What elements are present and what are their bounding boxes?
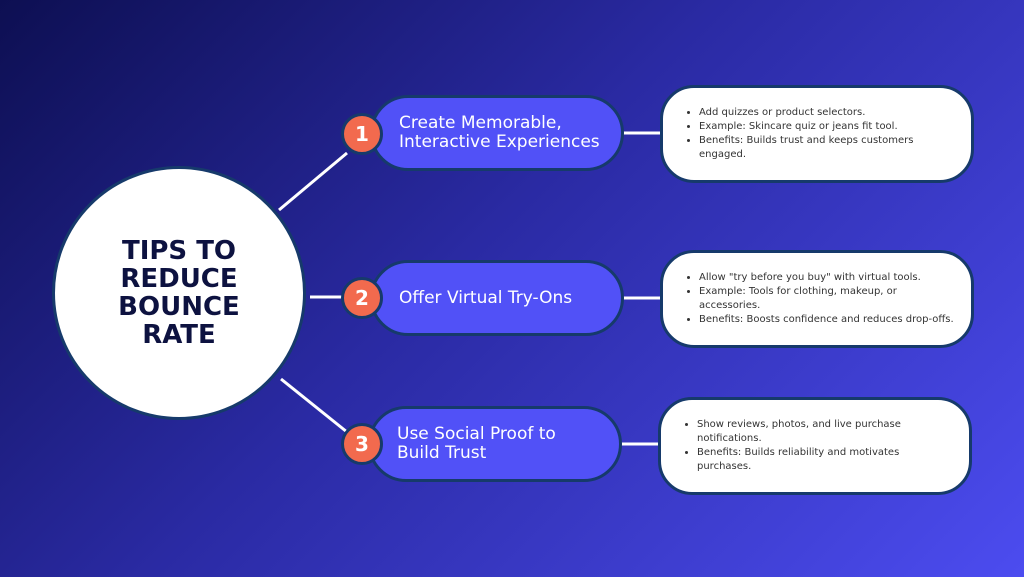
tip-2-bullet-2: Example: Tools for clothing, makeup, or … bbox=[699, 285, 957, 313]
tip-3-number: 3 bbox=[355, 432, 369, 456]
tip-3-title: Use Social Proof to Build Trust bbox=[397, 424, 556, 463]
tip-2-number: 2 bbox=[355, 286, 369, 310]
tip-1-card: Add quizzes or product selectors. Exampl… bbox=[660, 85, 974, 183]
tip-3-card: Show reviews, photos, and live purchase … bbox=[658, 397, 972, 495]
tip-1-bullet-3: Benefits: Builds trust and keeps custome… bbox=[699, 134, 957, 162]
tip-2-title: Offer Virtual Try-Ons bbox=[399, 287, 573, 308]
tip-3-bullet-list: Show reviews, photos, and live purchase … bbox=[685, 418, 955, 474]
tip-1-number-badge: 1 bbox=[341, 113, 383, 155]
tip-2-bullet-list: Allow "try before you buy" with virtual … bbox=[687, 271, 957, 327]
tip-3-bullet-2: Benefits: Builds reliability and motivat… bbox=[697, 446, 955, 474]
tip-2-pill: Offer Virtual Try-Ons bbox=[370, 260, 624, 336]
tip-3-number-badge: 3 bbox=[341, 423, 383, 465]
tip-2-card: Allow "try before you buy" with virtual … bbox=[660, 250, 974, 348]
tip-2-bullet-3: Benefits: Boosts confidence and reduces … bbox=[699, 313, 957, 327]
hub-circle: TIPS TO REDUCE BOUNCE RATE bbox=[52, 166, 306, 420]
tip-2-bullet-1: Allow "try before you buy" with virtual … bbox=[699, 271, 957, 285]
tip-1-bullet-list: Add quizzes or product selectors. Exampl… bbox=[687, 106, 957, 162]
tip-2-number-badge: 2 bbox=[341, 277, 383, 319]
tip-1-pill: Create Memorable, Interactive Experience… bbox=[370, 95, 624, 171]
tip-1-number: 1 bbox=[355, 122, 369, 146]
tip-1-title: Create Memorable, Interactive Experience… bbox=[399, 113, 600, 152]
tip-1-bullet-2: Example: Skincare quiz or jeans fit tool… bbox=[699, 120, 957, 134]
tip-3-bullet-1: Show reviews, photos, and live purchase … bbox=[697, 418, 955, 446]
hub-title: TIPS TO REDUCE BOUNCE RATE bbox=[118, 236, 240, 350]
tip-1-bullet-1: Add quizzes or product selectors. bbox=[699, 106, 957, 120]
connector-hub-tip-1 bbox=[278, 151, 348, 212]
tip-3-pill: Use Social Proof to Build Trust bbox=[368, 406, 622, 482]
connector-hub-tip-3 bbox=[280, 377, 348, 434]
